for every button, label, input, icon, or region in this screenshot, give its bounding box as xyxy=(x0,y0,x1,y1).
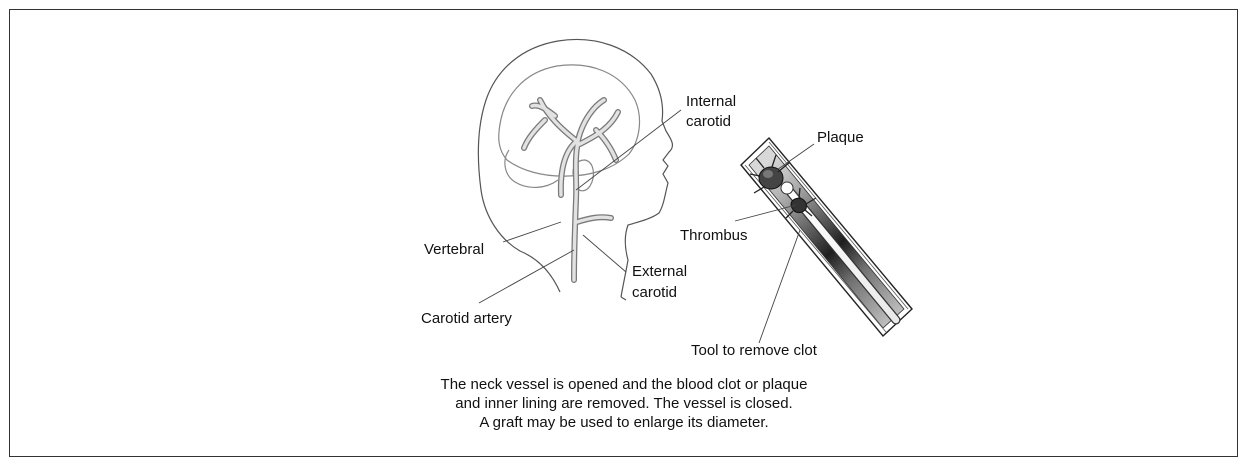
caption-line2: and inner lining are removed. The vessel… xyxy=(455,395,792,412)
label-thrombus: Thrombus xyxy=(680,227,748,244)
label-internal-carotid-line2: carotid xyxy=(686,113,731,130)
cerebellum-outline xyxy=(505,150,558,187)
leader-external-carotid xyxy=(583,235,626,272)
neck-line xyxy=(621,297,626,300)
leader-vertebral xyxy=(503,222,561,242)
caption-line1: The neck vessel is opened and the blood … xyxy=(441,376,808,393)
vessel-cutaway xyxy=(741,138,912,336)
caption-line3: A graft may be used to enlarge its diame… xyxy=(479,414,768,431)
label-external-carotid-line2: carotid xyxy=(632,284,677,301)
caption: The neck vessel is opened and the blood … xyxy=(441,376,808,431)
leader-carotid-artery xyxy=(479,250,574,303)
label-plaque: Plaque xyxy=(817,129,864,146)
label-vertebral: Vertebral xyxy=(424,241,484,258)
label-carotid-artery: Carotid artery xyxy=(421,310,512,327)
label-tool: Tool to remove clot xyxy=(691,342,818,359)
label-internal-carotid-line1: Internal xyxy=(686,93,736,110)
label-external-carotid-line1: External xyxy=(632,263,687,280)
leader-tool xyxy=(759,230,800,343)
